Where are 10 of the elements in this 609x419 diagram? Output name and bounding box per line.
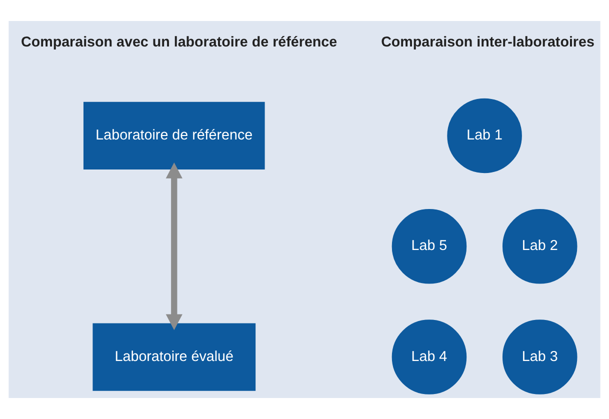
node-box: Laboratoire évalué	[92, 323, 256, 391]
node-box: Laboratoire de référence	[83, 102, 265, 170]
label: Comparaison avec un laboratoire de référence	[20, 34, 338, 50]
arrow	[166, 162, 182, 330]
node-circle: Lab 3	[502, 320, 578, 394]
node-circle: Lab 1	[447, 98, 522, 174]
node-circle: Lab 4	[392, 320, 467, 394]
label: Comparaison inter-laboratoires	[381, 34, 594, 50]
node-circle: Lab 5	[392, 208, 467, 284]
node-circle: Lab 2	[502, 208, 578, 284]
